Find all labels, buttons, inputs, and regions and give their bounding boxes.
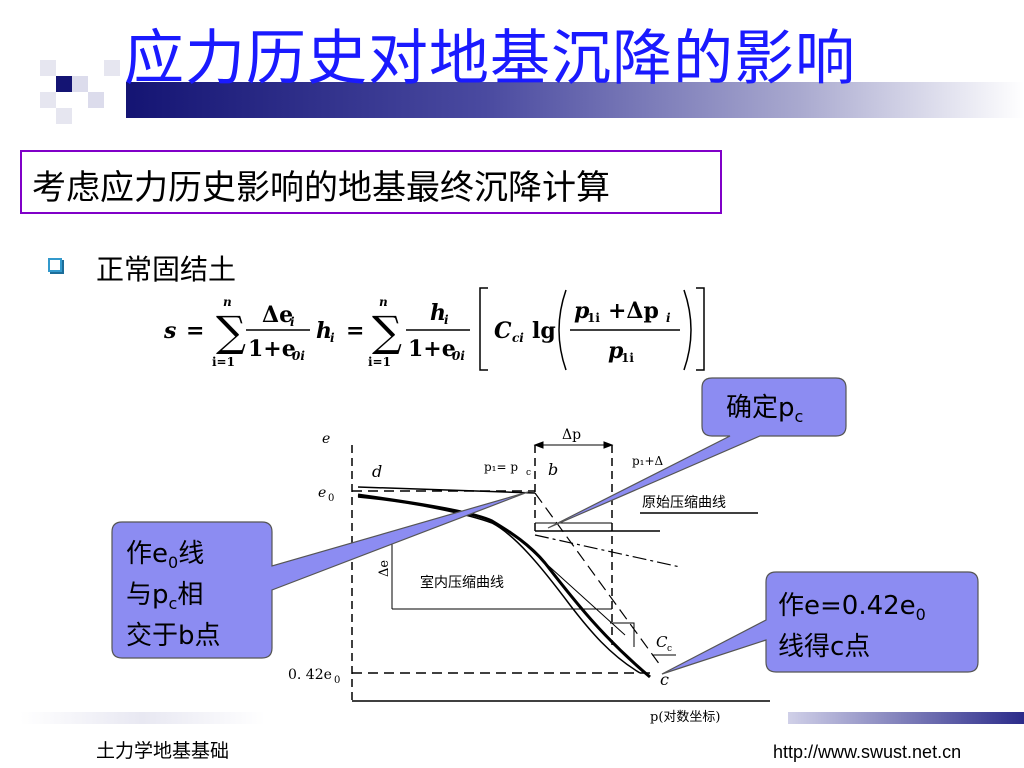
svg-text:+Δp: +Δp [608,298,659,324]
frac3-den: p [608,338,624,364]
callout-c-text: 作e=0.42e0 线得c点 [778,591,926,663]
footer-url[interactable]: http://www.swust.net.cn [773,742,962,762]
svg-text:0: 0 [328,493,334,504]
e042-label: 0. 42e [288,667,332,683]
x-axis-label: p(对数坐标) [650,710,720,725]
compression-diagram: e e 0 0. 42e 0 d b c p₁= p c p₁+Δ Δp Δe … [288,427,770,725]
title-bar [126,82,1024,118]
deco-square [104,60,120,76]
svg-text:i=1: i=1 [368,355,391,369]
footer-bar-left [20,712,265,724]
deco-square [56,108,72,124]
point-c: c [660,670,669,689]
deco-square [56,76,72,92]
p1-dp-label: p₁+Δ [632,454,664,468]
svg-text:i: i [444,313,449,327]
formula-C: C [494,318,512,344]
frac1-num: Δe [262,302,293,328]
svg-text:i: i [290,315,295,329]
frac2-den: 1+e [408,336,456,362]
svg-text:ci: ci [512,331,524,345]
e0-label: e [318,485,326,501]
page-title: 应力历史对地基沉降的影响 [124,24,856,94]
callout-b-text: 作e0线 与pc相 交于b点 [126,539,221,652]
callout-c [661,571,979,675]
settlement-formula: s = ∑ n i=1 Δe i 1+e 0i h i = ∑ n i=1 h … [163,287,705,371]
cc-label: C [656,633,668,651]
svg-text:c: c [526,468,531,478]
svg-text:i: i [666,311,671,325]
axis-e-label: e [322,431,330,447]
de-label: Δe [377,560,392,577]
point-d: d [372,462,382,481]
original-curve-label: 原始压缩曲线 [642,495,726,511]
deco-square [88,92,104,108]
callout-pc-text: 确定pc [726,393,804,427]
deco-square [72,76,88,92]
svg-text:=: = [346,318,364,344]
deco-square [40,60,56,76]
frac2-num: h [430,300,446,326]
callout-pc [547,377,847,529]
svg-text:∑: ∑ [216,307,246,356]
svg-text:0i: 0i [292,349,305,363]
bullet-text: 正常固结土 [96,253,237,286]
formula-lg: lg [532,318,556,344]
footer-bar-right [788,712,1024,724]
svg-text:0i: 0i [452,349,465,363]
dp-label: Δp [562,427,581,443]
frac3-num: p [574,298,590,324]
svg-text:n: n [379,295,388,309]
formula-s: s [163,318,176,344]
svg-text:i: i [330,331,335,345]
svg-text:0: 0 [334,675,340,686]
formula-eq: = [186,318,204,344]
lab-curve-label: 室内压缩曲线 [420,574,504,591]
svg-text:1i: 1i [587,311,600,325]
svg-text:c: c [667,644,672,654]
sum-bottom: i=1 [212,355,235,369]
p1-pc-label: p₁= p [484,460,518,474]
formula-h: h [316,318,332,344]
deco-square [40,92,56,108]
point-b: b [548,460,558,479]
subtitle: 考虑应力历史影响的地基最终沉降计算 [32,168,610,208]
footer-course: 土力学地基基础 [96,740,230,762]
bullet-icon [48,258,62,272]
svg-text:∑: ∑ [372,307,402,356]
subtitle-box [20,150,722,214]
sum-top: n [223,295,232,309]
svg-text:1i: 1i [621,351,634,365]
callout-b [111,491,529,659]
frac1-den: 1+e [248,336,296,362]
